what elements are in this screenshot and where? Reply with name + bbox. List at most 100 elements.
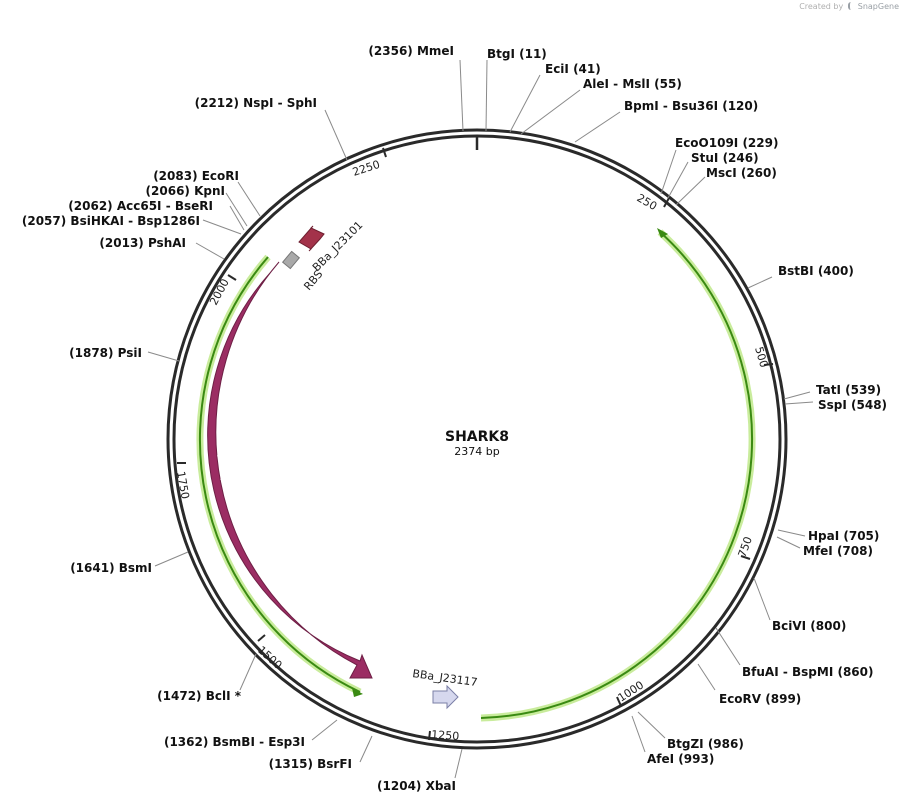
leader-kpni [225, 192, 248, 227]
enzyme-label-hpai: HpaI (705) [808, 529, 879, 543]
enzyme-label-nspi-sphi: (2212) NspI - SphI [195, 96, 317, 110]
enzyme-label-acc65i-bseri: (2062) Acc65I - BseRI [68, 199, 213, 213]
tick-1250-mark [428, 730, 431, 741]
snapgene-logo-icon [847, 2, 856, 10]
leader-mmei [459, 59, 464, 132]
rbs-label: RBS [301, 268, 325, 293]
enzyme-label-stui: StuI (246) [691, 151, 759, 165]
enzyme-label-ecorv: EcoRV (899) [719, 692, 801, 706]
orf-lambda-arrowhead [352, 688, 363, 697]
tick-1750-label: 1750 [174, 470, 192, 500]
plasmid-length: 2374 bp [454, 445, 499, 458]
tick-1250-label: 1250 [431, 728, 460, 743]
orf-forward [480, 228, 756, 722]
leader-ecoo109i [660, 149, 677, 195]
leader-tati [783, 391, 811, 400]
tick-500-mark [763, 363, 774, 366]
tick-750: 750 [736, 535, 755, 560]
leader-btgi [485, 59, 488, 132]
leader-xbai [454, 748, 463, 779]
tick-500: 500 [752, 345, 774, 369]
leader-bsrfi [359, 735, 373, 763]
orf-lambda [196, 254, 363, 697]
plasmid-name: SHARK8 [445, 429, 509, 445]
leader-bfuai [715, 627, 741, 666]
tick-2000-mark [227, 274, 237, 281]
leader-sphi [324, 109, 348, 161]
bba-j23101-feature [298, 225, 325, 252]
lambda-repressor-feature [207, 261, 373, 679]
enzyme-label-bsmi: (1641) BsmI [70, 561, 152, 575]
tick-1500-mark [257, 634, 266, 642]
enzyme-label-mfei: MfeI (708) [803, 544, 873, 558]
enzyme-label-afei: AfeI (993) [647, 752, 714, 766]
backbone-outer-ring [166, 128, 788, 750]
enzyme-label-btgzi: BtgZI (986) [667, 737, 744, 751]
enzyme-label-bsrfi: (1315) BsrFI [269, 757, 352, 771]
leader-bsmi [154, 551, 189, 567]
leader-btgzi [637, 711, 666, 739]
leader-msci [675, 176, 706, 206]
enzyme-label-bstbi: BstBI (400) [778, 264, 854, 278]
leader-mfei [776, 536, 801, 549]
leader-pshai [195, 242, 225, 260]
enzyme-label-psii: (1878) PsiI [69, 346, 142, 360]
tick-2250-mark [382, 147, 387, 158]
enzyme-label-sspi: SspI (548) [818, 398, 887, 412]
orf-forward-arrowhead [657, 228, 668, 238]
enzyme-label-ecoo109i: EcoO109I (229) [675, 136, 778, 150]
enzyme-label-alei-msli: AleI - MslI (55) [583, 77, 682, 91]
leader-stui [667, 161, 689, 199]
enzyme-label-bcivi: BciVI (800) [772, 619, 846, 633]
snapgene-credit: Created by SnapGene [799, 2, 899, 11]
bba-j23117-label: BBa_J23117 [412, 667, 479, 689]
tick-250-mark [663, 197, 670, 208]
tick-1750: 1750 [174, 462, 192, 500]
enzyme-label-bcli: (1472) BclI * [157, 689, 242, 703]
rbs-feature [281, 250, 301, 270]
orf-forward-line [480, 231, 754, 719]
orf-forward-glow [480, 229, 756, 722]
enzyme-label-bfuai-bspmi: BfuAI - BspMI (860) [742, 665, 873, 679]
leader-acc65i [229, 205, 245, 231]
enzyme-label-xbai: (1204) XbaI [377, 779, 456, 793]
tick-500-label: 500 [752, 345, 770, 369]
leader-bcivi [753, 577, 771, 621]
enzyme-labels: (2356) MmeI BtgI (11) EciI (41) AleI - M… [22, 44, 887, 793]
tick-750-label: 750 [736, 535, 755, 559]
enzyme-label-tati: TatI (539) [816, 383, 881, 397]
leader-alei [520, 89, 581, 135]
leader-ecorv [697, 663, 716, 691]
leader-afei [631, 715, 646, 753]
leader-bpmi [574, 111, 621, 143]
leader-sspi [784, 401, 814, 405]
leader-bsihkai [202, 219, 242, 235]
enzyme-label-bsmbi-esp3i: (1362) BsmBI - Esp3I [164, 735, 305, 749]
enzyme-label-bsihkai-bsp1286i: (2057) BsiHKAI - Bsp1286I [22, 214, 200, 228]
enzyme-label-pshai: (2013) PshAI [99, 236, 186, 250]
leader-bsmbi [311, 719, 338, 741]
leader-psii [147, 351, 180, 362]
bba-j23117-feature [432, 684, 459, 710]
leader-bcli [239, 653, 257, 691]
orf-lambda-line [198, 256, 361, 693]
tick-1250: 1250 [428, 728, 460, 743]
enzyme-label-mmei: (2356) MmeI [368, 44, 454, 58]
enzyme-label-btgi: BtgI (11) [487, 47, 547, 61]
enzyme-label-kpni: (2066) KpnI [146, 184, 225, 198]
credit-brand: SnapGene [857, 2, 899, 11]
enzyme-leaders [147, 59, 814, 779]
tick-750-mark [740, 555, 751, 560]
tick-1500: 1500 [255, 634, 284, 672]
enzyme-label-ecori: (2083) EcoRI [153, 169, 239, 183]
tick-1000-mark [616, 696, 622, 707]
leader-ecii [509, 74, 541, 133]
leader-bstbi [747, 276, 773, 289]
leader-hpai [777, 529, 806, 537]
leader-ecori [237, 181, 261, 217]
bba-j23101-label: BBa_J23101 [310, 219, 366, 275]
enzyme-label-msci: MscI (260) [706, 166, 777, 180]
credit-prefix: Created by [799, 2, 844, 11]
enzyme-label-ecii: EciI (41) [545, 62, 601, 76]
